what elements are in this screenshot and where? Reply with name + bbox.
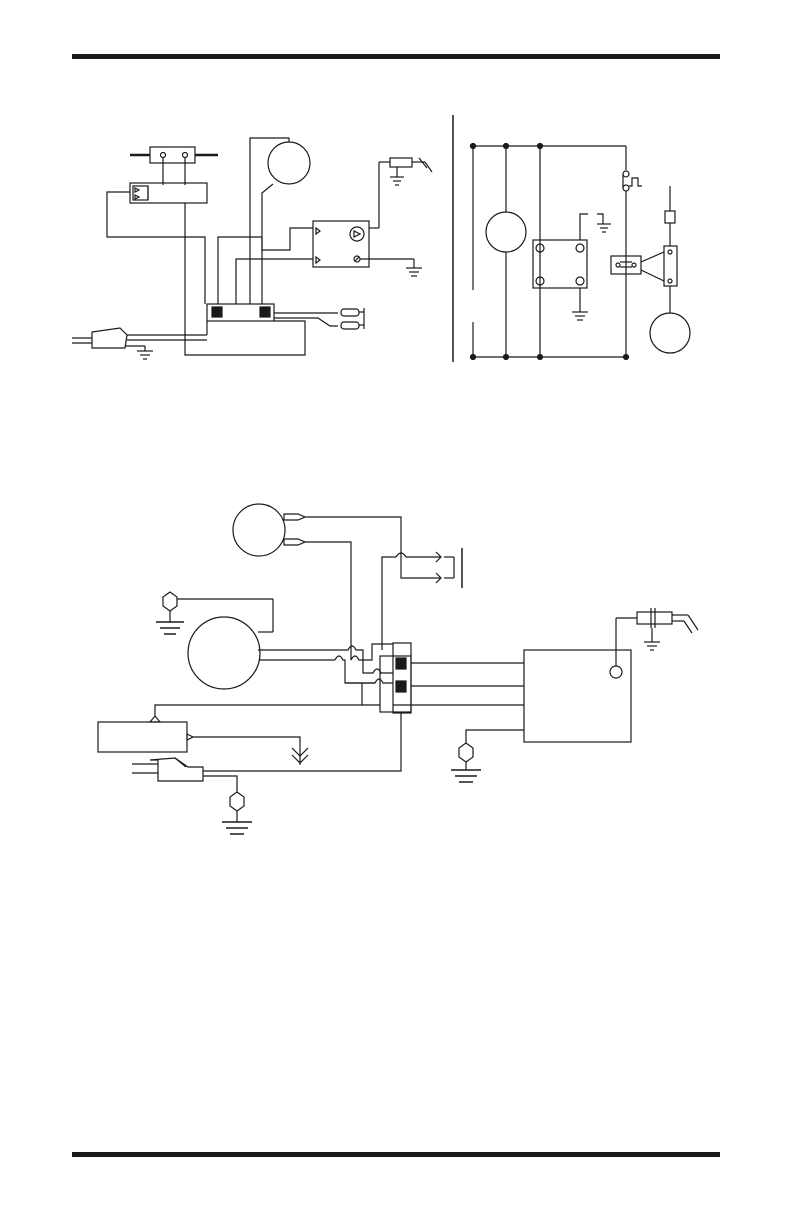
connector-icon	[341, 308, 364, 329]
ground-icon	[390, 177, 404, 185]
control-module-icon	[533, 240, 587, 288]
motor-circle-icon	[486, 212, 526, 252]
hex-ground-terminal-icon	[156, 592, 273, 634]
power-plug-icon	[72, 328, 207, 359]
junction-box-icon	[207, 304, 274, 321]
wiring-diagram-lower	[98, 504, 698, 834]
motor-circle-icon	[233, 504, 285, 556]
control-box-icon	[524, 650, 631, 742]
igniter-electrode-icon	[637, 608, 698, 650]
control-module-icon	[313, 162, 422, 276]
igniter-electrode-icon	[641, 186, 677, 286]
hex-ground-terminal-icon	[451, 743, 481, 782]
motor-circle-icon	[268, 142, 310, 184]
power-plug-icon	[132, 758, 203, 781]
switch-icon	[382, 548, 462, 650]
motor-circle-icon	[650, 313, 690, 353]
wiring-diagram-upper-left	[72, 138, 432, 359]
igniter-electrode-icon	[379, 158, 432, 177]
junction-box-icon	[380, 643, 411, 713]
thermostat-icon	[98, 716, 193, 752]
ladder-schematic-upper-right	[470, 144, 690, 360]
hex-ground-terminal-icon	[222, 792, 252, 834]
blower-motor-icon	[188, 617, 260, 689]
switch-icon	[623, 146, 642, 191]
thermostat-icon	[130, 147, 218, 185]
terminal-block-icon	[130, 183, 207, 203]
